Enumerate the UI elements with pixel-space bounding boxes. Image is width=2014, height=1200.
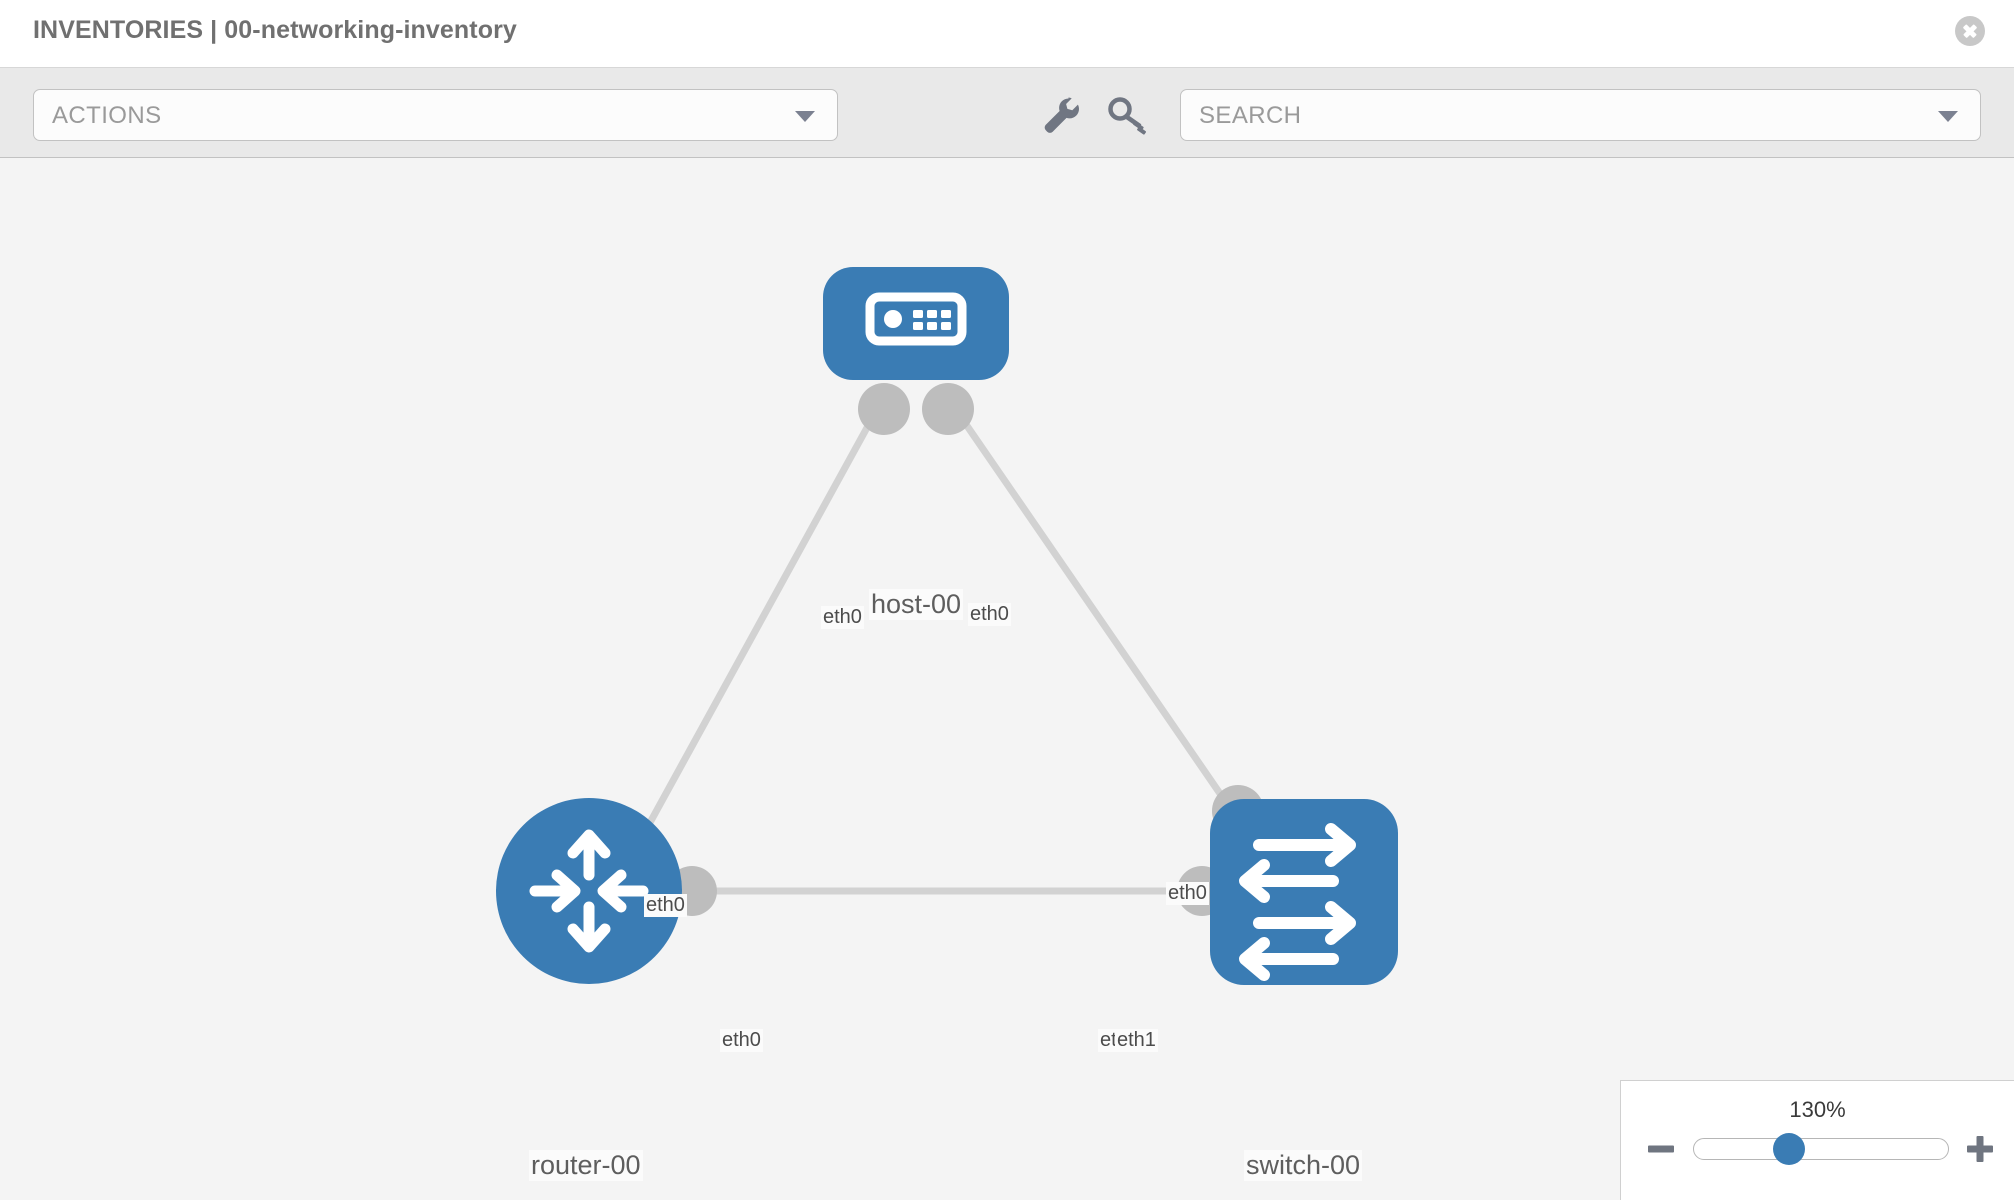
edge-label-router-up: eth0 [644, 894, 687, 917]
node-label-router: router-00 [529, 1150, 643, 1181]
wrench-icon[interactable] [1037, 92, 1083, 138]
actions-dropdown[interactable]: ACTIONS [33, 89, 838, 141]
edge-label-host-right: eth0 [968, 603, 1011, 626]
edge-label-host-left: eth0 [821, 606, 864, 629]
close-icon[interactable] [1955, 16, 1985, 46]
edge-label-switch-left-front: eth1 [1115, 1029, 1158, 1052]
key-icon[interactable] [1104, 92, 1150, 138]
node-label-switch: switch-00 [1244, 1150, 1363, 1181]
edge-label-switch-up: eth0 [1166, 882, 1209, 905]
connector-host-right [922, 383, 974, 435]
toolbar: ACTIONS SEARCH [0, 68, 2014, 158]
zoom-slider-thumb[interactable] [1773, 1133, 1805, 1165]
router-arrows-icon [529, 829, 649, 953]
edge-label-router-right: eth0 [720, 1029, 763, 1052]
node-label-host: host-00 [869, 589, 964, 620]
zoom-control-panel: 130% [1620, 1080, 2014, 1200]
search-input[interactable]: SEARCH [1180, 89, 1981, 141]
page-title: INVENTORIES | 00-networking-inventory [33, 16, 517, 44]
connector-host-left [858, 383, 910, 435]
node-host-00 [823, 267, 1009, 380]
chevron-down-icon[interactable] [1938, 111, 1958, 122]
zoom-slider-track[interactable] [1693, 1138, 1949, 1160]
zoom-level-value: 130% [1789, 1097, 1846, 1122]
chevron-down-icon [795, 111, 815, 122]
title-bar: INVENTORIES | 00-networking-inventory [0, 0, 2014, 68]
edge-host-switch [948, 400, 1269, 863]
zoom-in-button[interactable] [1964, 1133, 1996, 1165]
actions-dropdown-label: ACTIONS [52, 102, 162, 129]
edge-host-router [626, 400, 884, 863]
node-switch-00 [1210, 799, 1398, 985]
node-router-00 [496, 798, 682, 984]
topology-canvas[interactable]: host-00 router-00 switch-00 eth0 eth0 et… [0, 159, 2014, 1200]
switch-arrows-icon [1239, 823, 1356, 981]
search-input-placeholder: SEARCH [1199, 102, 1302, 129]
connector-group [667, 383, 1264, 916]
edge-group [626, 400, 1269, 895]
topology-graph [496, 267, 1398, 985]
zoom-out-button[interactable] [1645, 1133, 1677, 1165]
server-icon [865, 292, 967, 346]
